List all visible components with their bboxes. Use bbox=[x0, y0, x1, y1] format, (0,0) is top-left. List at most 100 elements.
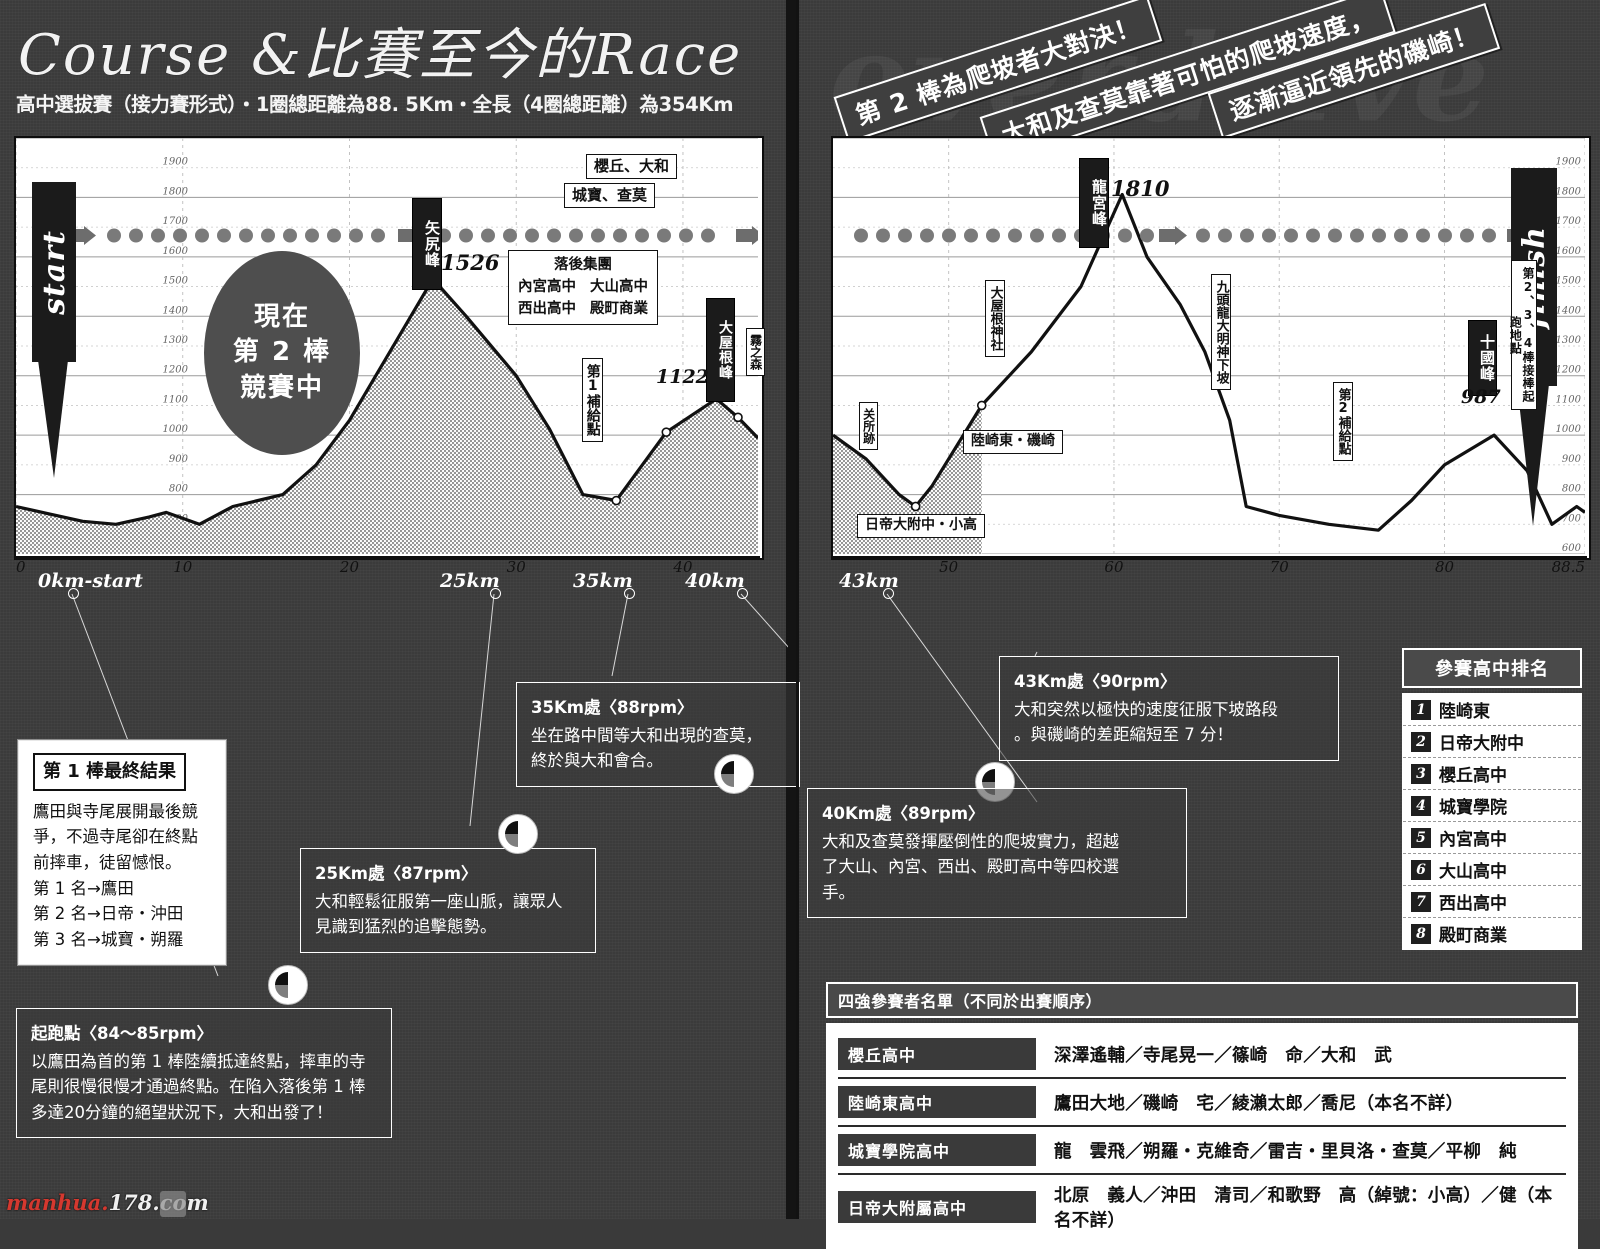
x-tick-label: 70 bbox=[1269, 558, 1289, 576]
ranking-team: 內宮高中 bbox=[1439, 830, 1507, 850]
svg-text:1000: 1000 bbox=[163, 424, 189, 435]
peak-flag-ryugu-label: 龍宮峰 bbox=[1090, 179, 1108, 227]
km-dot-43 bbox=[883, 588, 894, 599]
marker-0km bbox=[268, 965, 308, 1005]
right-page: overdrive 第 2 棒為爬坡者大對決！ 大和及查莫靠著可怕的爬坡速度， … bbox=[796, 0, 1600, 1219]
ranking-team: 城寶學院 bbox=[1439, 798, 1507, 818]
note-35km-line-1: 坐在路中間等大和出現的查莫， bbox=[531, 725, 762, 745]
note-25km-line-1: 大和輕鬆征服第一座山脈，讓眾人 bbox=[315, 891, 563, 911]
sitemark: manhua.178.com bbox=[6, 1190, 209, 1215]
note-stage1-line-1: 鷹田與寺尾展開最後競 bbox=[33, 801, 198, 821]
svg-text:900: 900 bbox=[1562, 454, 1582, 465]
svg-text:1700: 1700 bbox=[1556, 216, 1582, 227]
ranking-rank: 3 bbox=[1411, 763, 1431, 784]
note-stage1-line-6: 第 3 名→城寶・朔羅 bbox=[33, 929, 184, 949]
lagging-team-1: 內宮高中 bbox=[518, 278, 576, 295]
x-tick-label: 30 bbox=[506, 558, 526, 576]
ranking-rank: 1 bbox=[1411, 699, 1431, 720]
ranking-team: 殿町商業 bbox=[1439, 926, 1507, 946]
svg-text:700: 700 bbox=[1562, 513, 1582, 524]
peak-flag-jukkoku: 十國峰 bbox=[1468, 320, 1497, 396]
peak-value-yajiri: 1526 bbox=[441, 250, 500, 275]
vchip-kuzuryu-descent: 九頭龍大明神下坡 bbox=[1211, 274, 1231, 390]
note-40km-line-1: 大和及查莫發揮壓倒性的爬坡實力，超越 bbox=[822, 831, 1119, 851]
roster-team: 陸崎東高中 bbox=[838, 1086, 1036, 1118]
note-stage1-line-3: 前摔車，徒留憾恨。 bbox=[33, 853, 182, 873]
peak-flag-yajiri: 矢尻峰 bbox=[412, 198, 442, 290]
svg-text:1300: 1300 bbox=[163, 335, 189, 346]
ranking-row: 3 櫻丘高中 bbox=[1403, 758, 1581, 790]
start-tab: start bbox=[32, 182, 76, 362]
note-35km: 35Km處〈88rpm〉 坐在路中間等大和出現的查莫， 終於與大和會合。 bbox=[516, 682, 800, 787]
vchip-second-feed-station: 第2補給點 bbox=[1333, 382, 1353, 461]
note-40km-line-3: 手。 bbox=[822, 882, 855, 902]
roster-table: 四強參賽者名單（不同於出賽順序） 櫻丘高中深澤遙輔／寺尾晃一／篠崎 命／大和 武… bbox=[826, 982, 1578, 1249]
svg-text:600: 600 bbox=[1562, 543, 1582, 554]
lagging-group-box: 落後集團 內宮高中 大山高中 西出高中 殿町商業 bbox=[508, 250, 658, 326]
peak-flag-yajiri-label: 矢尻峰 bbox=[423, 220, 441, 268]
status-line-2: 第 2 棒 bbox=[232, 337, 332, 368]
sitemark-sprite bbox=[160, 1191, 186, 1217]
km-marker-0: 0km-start bbox=[38, 570, 143, 592]
lagging-group-title: 落後集團 bbox=[554, 257, 612, 273]
note-25km-heading: 25Km處〈87rpm〉 bbox=[315, 864, 478, 883]
roster-team: 日帝大附屬高中 bbox=[838, 1191, 1036, 1223]
km-dot-0 bbox=[68, 588, 79, 599]
peak-value-ryugu: 1810 bbox=[1111, 176, 1170, 201]
roster-row: 日帝大附屬高中北原 義人／沖田 清司／和歌野 高（綽號：小高）／健（本名不詳） bbox=[838, 1175, 1566, 1239]
note-25km-line-2: 見識到猛烈的追擊態勢。 bbox=[315, 917, 497, 937]
x-tick-label: 80 bbox=[1434, 558, 1455, 576]
svg-text:1800: 1800 bbox=[1556, 186, 1582, 197]
marker-35km-glyph bbox=[720, 760, 748, 788]
svg-text:1100: 1100 bbox=[1556, 394, 1582, 405]
vchip-oyane-shrine: 大屋根神社 bbox=[985, 280, 1005, 357]
note-40km-heading: 40Km處〈89rpm〉 bbox=[822, 804, 985, 823]
peak-value-oyane: 1122 bbox=[656, 366, 709, 388]
ranking-team: 大山高中 bbox=[1439, 862, 1507, 882]
note-25km: 25Km處〈87rpm〉 大和輕鬆征服第一座山脈，讓眾人 見識到猛烈的追擊態勢。 bbox=[300, 848, 596, 953]
page-title: Course &比賽至今的Race bbox=[18, 23, 743, 88]
marker-0km-glyph bbox=[274, 971, 302, 999]
left-chart-svg: 6007008009001000110012001300140015001600… bbox=[16, 138, 758, 554]
note-40km-line-2: 了大山、內宮、西出、殿町高中等四校選 bbox=[822, 857, 1119, 877]
ranking-rank: 6 bbox=[1411, 859, 1431, 880]
roster-row: 陸崎東高中鷹田大地／磯崎 宅／綾瀨太郎／喬尼（本名不詳） bbox=[838, 1079, 1566, 1127]
sitemark-white: 178.com bbox=[108, 1190, 209, 1215]
svg-text:1600: 1600 bbox=[1556, 246, 1582, 257]
svg-text:1500: 1500 bbox=[1556, 276, 1582, 287]
progress-band-right bbox=[851, 226, 1551, 248]
svg-text:1400: 1400 bbox=[163, 305, 189, 316]
km-dot-35 bbox=[624, 588, 635, 599]
page-gutter bbox=[786, 0, 796, 1219]
km-marker-35: 35km bbox=[573, 570, 633, 592]
marker-25km bbox=[498, 814, 538, 854]
peak-flag-ryugu: 龍宮峰 bbox=[1079, 158, 1109, 248]
marker-25km-glyph bbox=[504, 820, 532, 848]
svg-text:1600: 1600 bbox=[163, 246, 189, 257]
note-0km-line-3: 多達20分鐘的絕望狀況下，大和出發了！ bbox=[31, 1102, 333, 1122]
note-stage1-result: 第 1 棒最終結果 鷹田與寺尾展開最後競 爭，不過寺尾卻在終點 前摔車，徒留憾恨… bbox=[18, 740, 226, 966]
svg-text:800: 800 bbox=[169, 484, 189, 495]
peak-value-jukkoku: 987 bbox=[1461, 386, 1501, 408]
ranking-rank: 8 bbox=[1411, 923, 1431, 944]
note-0km-heading: 起跑點〈84～85rpm〉 bbox=[31, 1024, 214, 1043]
svg-text:1200: 1200 bbox=[1556, 365, 1582, 376]
svg-text:1000: 1000 bbox=[1556, 424, 1582, 435]
note-stage1-line-2: 爭，不過寺尾卻在終點 bbox=[33, 827, 198, 847]
chip-jouhou-chamo: 城寶、查莫 bbox=[564, 183, 656, 208]
x-tick-label: 60 bbox=[1104, 558, 1124, 576]
lagging-team-3: 西出高中 bbox=[518, 300, 576, 317]
svg-text:1800: 1800 bbox=[163, 186, 189, 197]
svg-text:1400: 1400 bbox=[1556, 305, 1582, 316]
chip-sakuragaoka-yamato: 櫻丘、大和 bbox=[586, 154, 678, 179]
svg-text:1300: 1300 bbox=[1556, 335, 1582, 346]
svg-text:800: 800 bbox=[1562, 484, 1582, 495]
ranking-team: 櫻丘高中 bbox=[1439, 766, 1507, 786]
right-elevation-chart: 600 700 800 900 1000 1100 1200 1300 1400 1500 1600… bbox=[831, 136, 1591, 560]
